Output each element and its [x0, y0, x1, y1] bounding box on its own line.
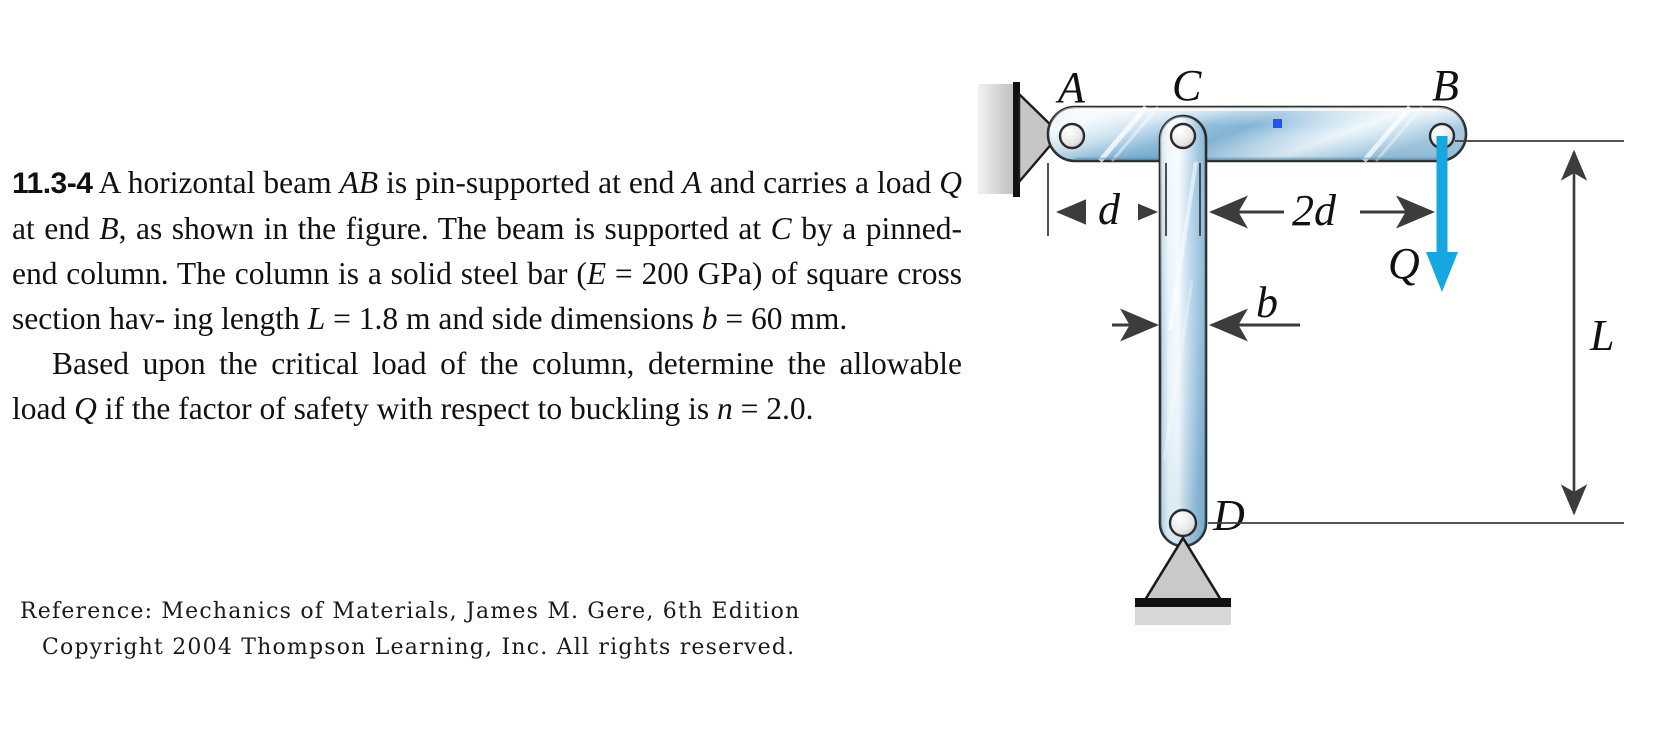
pin-a	[1058, 122, 1086, 150]
label-dim-b: b	[1256, 278, 1278, 327]
support-d	[1135, 536, 1231, 625]
pin-c	[1169, 122, 1197, 150]
label-dim-L: L	[1589, 311, 1614, 360]
column-cd	[1158, 114, 1208, 548]
reference-credit: Reference: Mechanics of Materials, James…	[20, 594, 980, 666]
label-dim-2d: 2d	[1292, 186, 1337, 235]
label-b: B	[1432, 61, 1459, 110]
pin-d	[1168, 508, 1198, 538]
dimension-d: d	[1047, 163, 1167, 236]
problem-statement: 11.3-4 A horizontal beam AB is pin-suppo…	[12, 160, 962, 431]
copyright-line: Copyright 2004 Thompson Learning, Inc. A…	[42, 635, 796, 660]
problem-line-2: Based upon the critical load of the colu…	[12, 346, 962, 426]
reference-line: Reference: Mechanics of Materials, James…	[20, 599, 801, 624]
label-c: C	[1172, 61, 1202, 110]
label-a: A	[1055, 63, 1086, 112]
label-d: D	[1212, 491, 1245, 540]
label-dim-d: d	[1098, 185, 1121, 234]
dimension-b: b	[1112, 278, 1300, 342]
problem-line-1: 11.3-4 A horizontal beam AB is pin-suppo…	[12, 165, 962, 336]
load-arrow-q: Q	[1388, 136, 1458, 292]
blue-marker-square	[1273, 119, 1282, 128]
problem-number: 11.3-4	[12, 167, 93, 200]
beam-ab	[1046, 105, 1468, 163]
label-load-q: Q	[1388, 239, 1420, 288]
wall-support	[978, 82, 1062, 197]
beam-column-diagram: A C B D d 2d b	[960, 30, 1667, 650]
dimension-2d: 2d	[1199, 163, 1443, 236]
dimension-L: L	[1208, 140, 1632, 524]
